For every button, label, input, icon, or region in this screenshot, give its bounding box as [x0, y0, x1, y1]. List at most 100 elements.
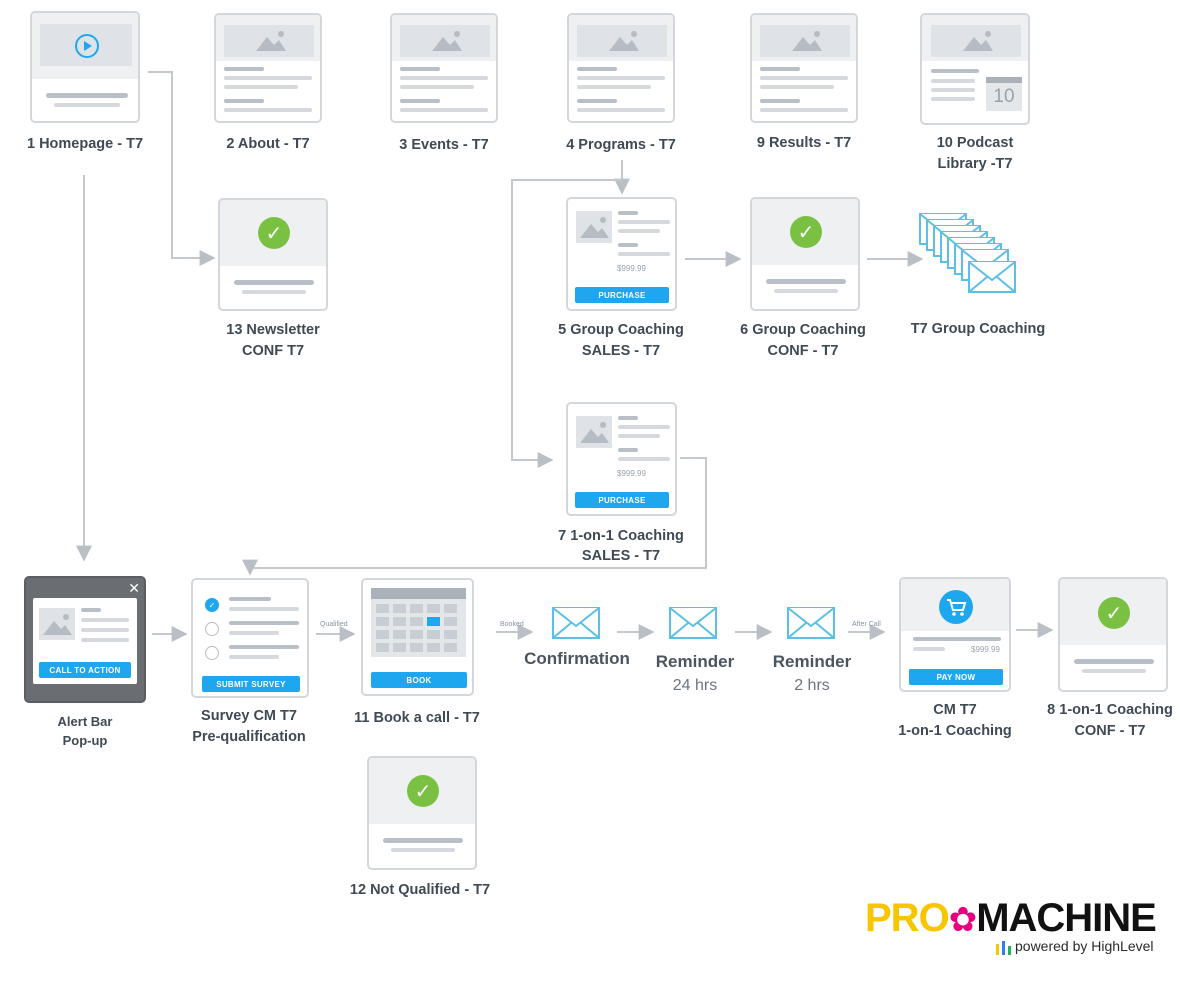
call-to-action-button[interactable]: CALL TO ACTION: [39, 662, 131, 678]
group-conf-label-line1: 6 Group Coaching: [740, 322, 866, 338]
group-conf-label-line2: CONF - T7: [767, 343, 839, 359]
calendar-day[interactable]: [427, 630, 440, 639]
group-coaching-sales-card[interactable]: $999.99 PURCHASE: [566, 197, 677, 311]
calendar-day[interactable]: [410, 630, 423, 639]
t7-group-label: T7 Group Coaching: [910, 321, 1046, 337]
calendar-day[interactable]: [376, 630, 389, 639]
about-page-card[interactable]: [214, 13, 322, 123]
results-page-card[interactable]: [750, 13, 858, 123]
newsletter-label-line2: CONF T7: [241, 343, 305, 359]
price-text: $999.99: [971, 645, 1000, 654]
price-text: $999.99: [617, 469, 646, 478]
podcast-label-line2: Library -T7: [937, 156, 1013, 172]
play-icon: [75, 34, 99, 58]
book-call-card[interactable]: BOOK: [361, 578, 474, 696]
radio-icon[interactable]: [205, 622, 219, 636]
email-reminder-2-icon: [787, 607, 835, 639]
cm-label-line2: 1-on-1 Coaching: [898, 723, 1012, 739]
image-icon: [760, 25, 850, 57]
programs-page-card[interactable]: [567, 13, 675, 123]
calendar-day[interactable]: [393, 630, 406, 639]
calendar-day[interactable]: [444, 604, 457, 613]
podcast-page-card[interactable]: 10: [920, 13, 1030, 125]
submit-survey-button[interactable]: SUBMIT SURVEY: [202, 676, 300, 692]
calendar-cells: [376, 604, 466, 654]
calendar-day[interactable]: [427, 643, 440, 652]
promachine-logo: PRO✿MACHINE powered by HighLevel: [865, 896, 1165, 966]
group-sales-label-line1: 5 Group Coaching: [558, 322, 684, 338]
cm-coaching-card[interactable]: $999.99 PAY NOW: [899, 577, 1011, 692]
reminder-24-sub: 24 hrs: [672, 677, 718, 694]
about-label: 2 About - T7: [226, 136, 310, 152]
calendar-day[interactable]: [410, 617, 423, 626]
one-on-one-sales-card[interactable]: $999.99 PURCHASE: [566, 402, 677, 516]
not-qualified-card[interactable]: ✓: [367, 756, 477, 870]
email-confirmation-icon: [552, 607, 600, 639]
reminder-2-label: Reminder: [772, 652, 852, 671]
logo-pro: PRO: [865, 896, 950, 940]
calendar-day[interactable]: [393, 604, 406, 613]
email-reminder-24-icon: [669, 607, 717, 639]
image-icon: [400, 25, 490, 57]
calendar-day[interactable]: [427, 604, 440, 613]
check-icon: ✓: [1098, 597, 1130, 629]
not-qualified-label: 12 Not Qualified - T7: [349, 882, 491, 898]
image-icon: [576, 416, 612, 448]
check-icon: ✓: [258, 217, 290, 249]
alert-label-line2: Pop-up: [62, 733, 108, 748]
alert-label-line1: Alert Bar: [57, 714, 113, 729]
after-call-edge-label: After Call: [852, 621, 881, 628]
purchase-button[interactable]: PURCHASE: [575, 287, 669, 303]
highlevel-icon: [996, 941, 1011, 955]
results-label: 9 Results - T7: [756, 135, 852, 151]
group-sales-label-line2: SALES - T7: [581, 343, 661, 359]
check-icon: ✓: [790, 216, 822, 248]
calendar-header: [371, 588, 466, 599]
cart-icon: [939, 590, 973, 624]
calendar-day[interactable]: [376, 604, 389, 613]
alert-popup-card[interactable]: ✕ CALL TO ACTION: [24, 576, 146, 703]
homepage-label: 1 Homepage - T7: [26, 136, 144, 152]
calendar-day[interactable]: [444, 617, 457, 626]
calendar-day[interactable]: [393, 617, 406, 626]
group-coaching-conf-card[interactable]: ✓: [750, 197, 860, 311]
newsletter-conf-card[interactable]: ✓: [218, 198, 328, 311]
edge-programs-oneonone: [511, 179, 622, 468]
radio-icon[interactable]: [205, 646, 219, 660]
programs-label: 4 Programs - T7: [566, 137, 676, 153]
book-button[interactable]: BOOK: [371, 672, 467, 688]
survey-card[interactable]: ✓ SUBMIT SURVEY: [191, 578, 309, 698]
reminder-24-label: Reminder: [655, 652, 735, 671]
pay-now-button[interactable]: PAY NOW: [909, 669, 1003, 685]
price-text: $999.99: [617, 264, 646, 273]
calendar-day-selected[interactable]: [427, 617, 440, 626]
qualified-edge-label: Qualified: [320, 621, 348, 628]
calendar-day[interactable]: [410, 604, 423, 613]
calendar-day[interactable]: [393, 643, 406, 652]
calendar-day[interactable]: [410, 643, 423, 652]
homepage-page-card[interactable]: [30, 11, 140, 123]
events-label: 3 Events - T7: [399, 137, 489, 153]
popup-panel: CALL TO ACTION: [33, 598, 137, 684]
image-icon: [931, 25, 1021, 57]
radio-checked-icon[interactable]: ✓: [205, 598, 219, 612]
image-icon: [224, 25, 314, 57]
edge-oneonone-survey: [242, 457, 707, 576]
close-icon[interactable]: ✕: [128, 580, 140, 596]
purchase-button[interactable]: PURCHASE: [575, 492, 669, 508]
image-icon: [39, 608, 75, 640]
calendar-day[interactable]: [376, 617, 389, 626]
calendar-day[interactable]: [376, 643, 389, 652]
calendar-day[interactable]: [444, 630, 457, 639]
events-page-card[interactable]: [390, 13, 498, 123]
logo-machine: MACHINE: [976, 896, 1157, 940]
image-icon: [577, 25, 667, 57]
image-icon: [576, 211, 612, 243]
booked-edge-label: Booked: [500, 621, 524, 628]
book-call-label: 11 Book a call - T7: [354, 710, 480, 726]
calendar-day[interactable]: [444, 643, 457, 652]
one-sales-label-line2: SALES - T7: [581, 548, 661, 564]
one-conf-label-line1: 8 1-on-1 Coaching: [1047, 702, 1173, 718]
one-on-one-conf-card[interactable]: ✓: [1058, 577, 1168, 692]
